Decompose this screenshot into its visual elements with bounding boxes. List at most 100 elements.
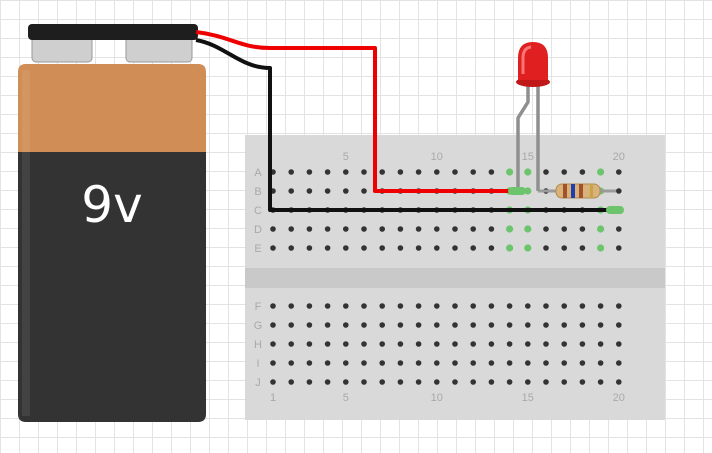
hole-E18 bbox=[579, 245, 586, 251]
hole-J1 bbox=[270, 379, 276, 385]
hole-I2 bbox=[288, 360, 295, 366]
hole-H18 bbox=[579, 341, 586, 347]
hole-D5 bbox=[343, 226, 349, 232]
hole-D9 bbox=[415, 226, 422, 232]
hole-F11 bbox=[452, 303, 458, 309]
hole-J4 bbox=[324, 379, 331, 385]
hole-E19 bbox=[597, 244, 605, 252]
hole-E5 bbox=[343, 245, 349, 251]
battery-top-sleeve bbox=[18, 64, 206, 152]
hole-D1 bbox=[270, 226, 276, 232]
hole-B5 bbox=[343, 188, 349, 194]
hole-A17 bbox=[561, 169, 567, 175]
hole-A11 bbox=[452, 169, 458, 175]
hole-B4 bbox=[324, 188, 331, 194]
hole-F16 bbox=[543, 303, 549, 309]
led bbox=[516, 42, 550, 191]
col-label-bottom-5: 5 bbox=[343, 392, 349, 404]
hole-H3 bbox=[306, 341, 313, 347]
hole-A5 bbox=[343, 169, 349, 175]
hole-D8 bbox=[397, 226, 404, 232]
hole-D15 bbox=[524, 225, 532, 233]
hole-A15 bbox=[524, 168, 532, 176]
hole-J10 bbox=[434, 379, 440, 385]
hole-E15 bbox=[524, 244, 532, 252]
hole-D13 bbox=[488, 226, 495, 232]
wire-negative-end bbox=[606, 206, 624, 214]
hole-E8 bbox=[397, 245, 404, 251]
hole-J2 bbox=[288, 379, 295, 385]
hole-H9 bbox=[415, 341, 422, 347]
battery-label: 9v bbox=[81, 176, 142, 234]
battery-snap-cap bbox=[28, 24, 198, 40]
hole-E12 bbox=[470, 245, 477, 251]
hole-E1 bbox=[270, 245, 276, 251]
hole-H17 bbox=[561, 341, 567, 347]
hole-G17 bbox=[561, 322, 567, 328]
hole-J12 bbox=[470, 379, 477, 385]
hole-F8 bbox=[397, 303, 404, 309]
hole-B3 bbox=[306, 188, 313, 194]
hole-E9 bbox=[415, 245, 422, 251]
hole-D12 bbox=[470, 226, 477, 232]
hole-I5 bbox=[343, 360, 349, 366]
hole-F2 bbox=[288, 303, 295, 309]
hole-J7 bbox=[379, 379, 386, 385]
hole-I9 bbox=[415, 360, 422, 366]
wire-positive bbox=[195, 30, 518, 193]
hole-H10 bbox=[434, 341, 440, 347]
row-label-H: H bbox=[254, 339, 262, 351]
wire-negative bbox=[195, 38, 616, 212]
hole-A12 bbox=[470, 169, 477, 175]
row-label-A: A bbox=[254, 167, 262, 179]
hole-H5 bbox=[343, 341, 349, 347]
col-label-bottom-20: 20 bbox=[613, 392, 625, 404]
led-highlight bbox=[521, 45, 532, 74]
resistor bbox=[538, 183, 616, 199]
hole-F7 bbox=[379, 303, 386, 309]
hole-G2 bbox=[288, 322, 295, 328]
hole-J16 bbox=[543, 379, 549, 385]
hole-A20 bbox=[616, 169, 622, 175]
row-label-C: C bbox=[254, 205, 262, 217]
resistor-band-1 bbox=[563, 184, 567, 198]
hole-H1 bbox=[270, 341, 276, 347]
hole-I17 bbox=[561, 360, 567, 366]
hole-A6 bbox=[361, 169, 367, 175]
hole-J3 bbox=[306, 379, 313, 385]
hole-E3 bbox=[306, 245, 313, 251]
row-label-I: I bbox=[256, 358, 259, 370]
hole-F18 bbox=[579, 303, 586, 309]
hole-H6 bbox=[361, 341, 367, 347]
hole-I15 bbox=[525, 360, 531, 366]
hole-E13 bbox=[488, 245, 495, 251]
hole-B2 bbox=[288, 188, 295, 194]
hole-E10 bbox=[434, 245, 440, 251]
hole-A3 bbox=[306, 169, 313, 175]
hole-J17 bbox=[561, 379, 567, 385]
hole-E20 bbox=[616, 245, 622, 251]
resistor-band-3 bbox=[579, 184, 583, 198]
hole-D16 bbox=[543, 226, 549, 232]
col-label-top-5: 5 bbox=[343, 151, 349, 163]
hole-G20 bbox=[616, 322, 622, 328]
hole-H15 bbox=[525, 341, 531, 347]
hole-I1 bbox=[270, 360, 276, 366]
col-label-top-20: 20 bbox=[613, 151, 625, 163]
hole-H20 bbox=[616, 341, 622, 347]
hole-G1 bbox=[270, 322, 276, 328]
hole-F5 bbox=[343, 303, 349, 309]
row-label-J: J bbox=[255, 377, 261, 389]
hole-J20 bbox=[616, 379, 622, 385]
hole-I11 bbox=[452, 360, 458, 366]
hole-H8 bbox=[397, 341, 404, 347]
hole-G10 bbox=[434, 322, 440, 328]
wire-positive-end bbox=[508, 187, 526, 195]
hole-F3 bbox=[306, 303, 313, 309]
hole-E7 bbox=[379, 245, 386, 251]
hole-E11 bbox=[452, 245, 458, 251]
hole-J15 bbox=[525, 379, 531, 385]
